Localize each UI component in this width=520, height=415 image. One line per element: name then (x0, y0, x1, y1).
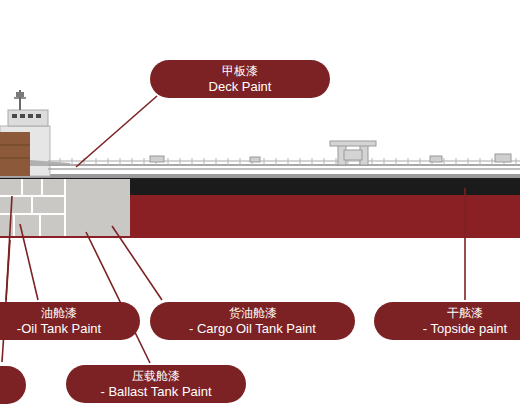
callout-label-chinese: 油舱漆 (41, 306, 77, 321)
tank-cutaway (0, 179, 130, 236)
callout-box: 干舷漆- Topside paint (374, 302, 520, 340)
callout-label-chinese: 压载舱漆 (132, 369, 180, 384)
deck-fittings (150, 154, 511, 162)
crane (330, 141, 376, 165)
callout-label-english: - Topside paint (423, 321, 507, 337)
railing (60, 158, 516, 165)
superstructure (0, 90, 70, 176)
callout-label-english: - Ballast Tank Paint (100, 384, 211, 400)
callout-label-chinese: 货油舱漆 (229, 306, 277, 321)
callout-label-english: Deck Paint (209, 79, 272, 95)
callout-label-chinese: 干舷漆 (447, 306, 483, 321)
callout-box: 压载舱漆- Ballast Tank Paint (66, 365, 246, 403)
callout-label-chinese: 甲板漆 (222, 64, 258, 79)
callout-box: 甲板漆Deck Paint (150, 60, 330, 98)
callout-box: 油舱漆-Oil Tank Paint (0, 302, 140, 340)
callout-label-english: - Cargo Oil Tank Paint (189, 321, 316, 337)
cropped-callout (0, 366, 26, 404)
deck-piping (48, 161, 520, 169)
callout-label-english: -Oil Tank Paint (17, 321, 101, 337)
callout-box: 货油舱漆- Cargo Oil Tank Paint (150, 302, 355, 340)
deck-edge (0, 174, 520, 178)
